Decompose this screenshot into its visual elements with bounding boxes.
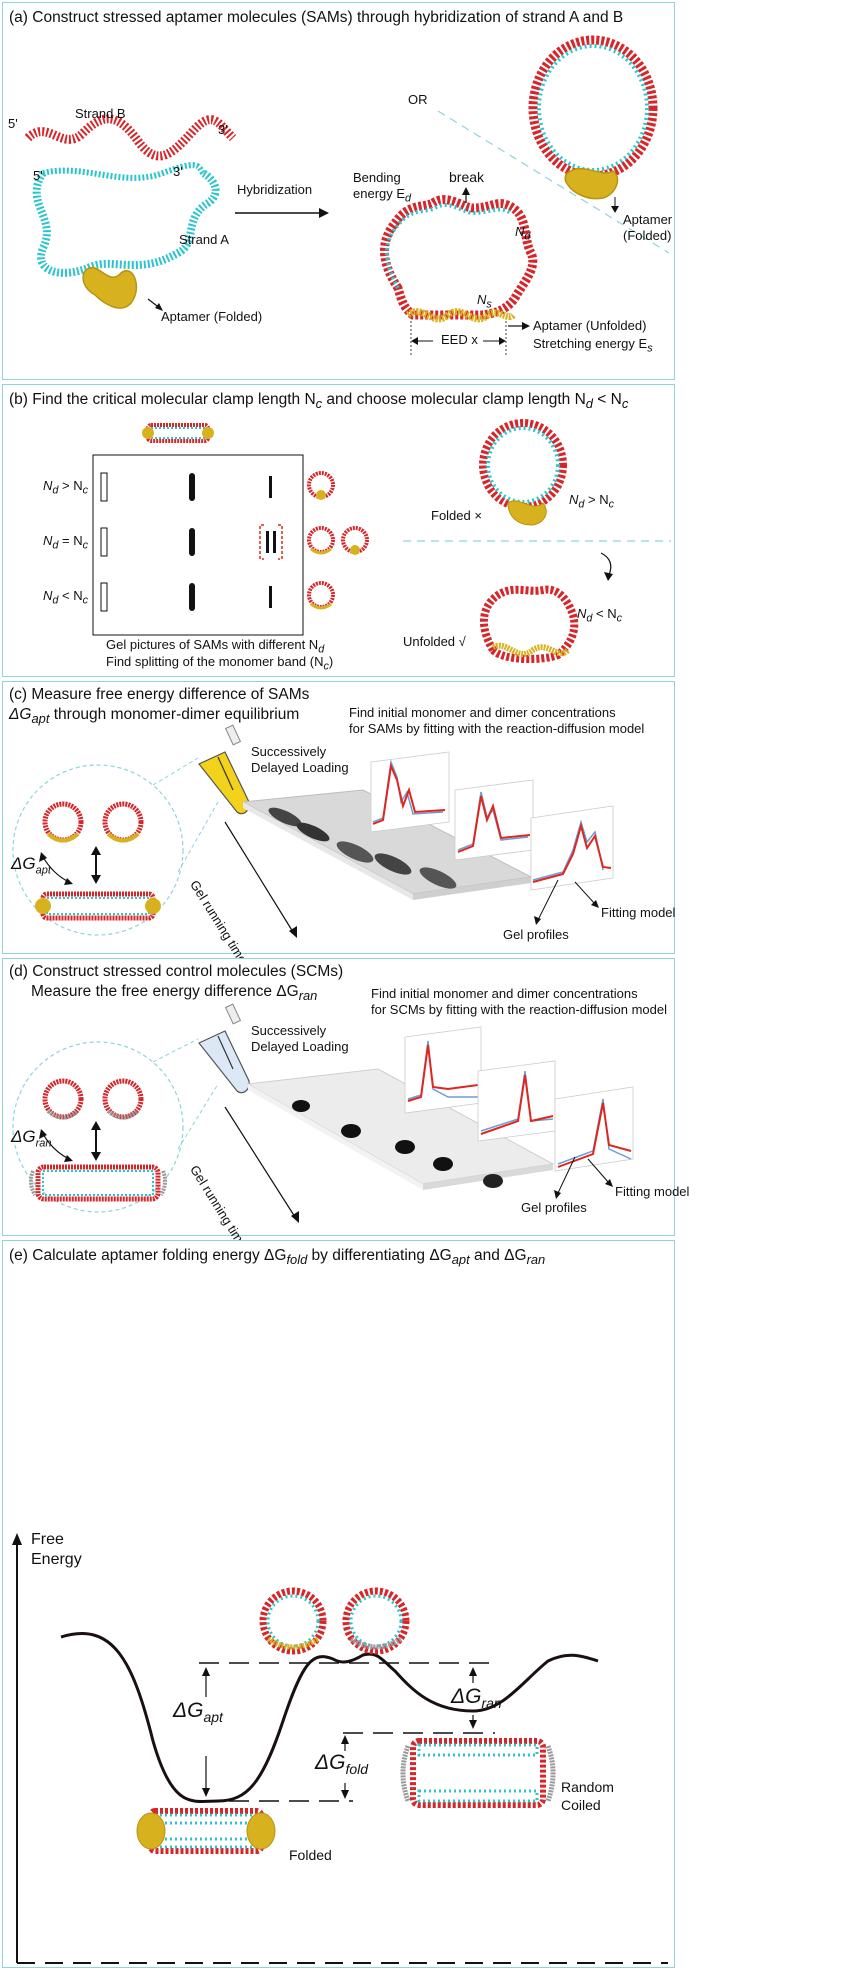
profile-plot-2 bbox=[454, 779, 534, 861]
dg-apt-label: ΔGapt bbox=[173, 1699, 223, 1726]
gel-profiles-label-d: Gel profiles bbox=[521, 1200, 587, 1215]
panel-d-fit-text-2: for SCMs by fitting with the reaction-di… bbox=[371, 1002, 668, 1017]
nd-label: Nd bbox=[515, 224, 531, 243]
folded-loop-right bbox=[528, 35, 658, 181]
panel-c-title-2: ΔGapt through monomer-dimer equilibrium bbox=[9, 706, 300, 727]
panel-e: (e) Calculate aptamer folding energy ΔGf… bbox=[2, 1240, 675, 1968]
random-coiled-label-1: Random bbox=[561, 1779, 614, 1795]
dg-fold-label: ΔGfold bbox=[315, 1751, 369, 1778]
gel-caption-1: Gel pictures of SAMs with different Nd bbox=[106, 637, 325, 656]
loading-label-d-1: Successively bbox=[251, 1023, 327, 1038]
panel-d-graphics bbox=[12, 1003, 634, 1223]
profile-plot-d-1 bbox=[404, 1026, 482, 1114]
panel-b-title: (b) Find the critical molecular clamp le… bbox=[9, 391, 629, 412]
gel-profiles-label-c: Gel profiles bbox=[503, 927, 569, 942]
panel-c-fit-text-1: Find initial monomer and dimer concentra… bbox=[349, 705, 616, 720]
panel-b: (b) Find the critical molecular clamp le… bbox=[2, 384, 675, 677]
panel-a-graphics bbox=[24, 35, 670, 355]
panel-b-graphics bbox=[92, 419, 671, 664]
gel-caption-2: Find splitting of the monomer band (Nc) bbox=[106, 654, 334, 673]
strand-b-label: Strand B bbox=[75, 106, 126, 121]
panel-e-title: (e) Calculate aptamer folding energy ΔGf… bbox=[9, 1247, 546, 1268]
unfolded-loop-b bbox=[479, 585, 579, 664]
profile-plot-d-2 bbox=[477, 1060, 556, 1142]
aptamer-folded-right-label-1: Aptamer bbox=[623, 212, 673, 227]
ns-label: Ns bbox=[477, 292, 492, 311]
folded-loop-b bbox=[479, 419, 567, 511]
bending-energy-label-1: Bending bbox=[353, 170, 401, 185]
strand-a-helix bbox=[32, 169, 220, 277]
delta-g-ran-d: ΔGran bbox=[11, 1127, 52, 1150]
fitting-model-label-c: Fitting model bbox=[601, 905, 676, 920]
panel-d-fit-text-1: Find initial monomer and dimer concentra… bbox=[371, 986, 638, 1001]
profile-plot-1 bbox=[370, 751, 450, 833]
aptamer-folded-right-label-2: (Folded) bbox=[623, 228, 672, 243]
loading-label-d-2: Delayed Loading bbox=[251, 1039, 349, 1054]
panel-a: (a) Construct stressed aptamer molecules… bbox=[2, 2, 675, 380]
unfolded-loop bbox=[380, 195, 538, 320]
aptamer-folded-right bbox=[564, 167, 619, 200]
panel-c: (c) Measure free energy difference of SA… bbox=[2, 681, 676, 966]
cond-top-label: Nd > Nc bbox=[569, 492, 615, 511]
tube-yellow bbox=[198, 751, 250, 815]
loading-label-1: Successively bbox=[251, 744, 327, 759]
gel-row-2-label: Nd = Nc bbox=[43, 533, 89, 552]
folded-state-label: Folded bbox=[289, 1847, 332, 1863]
folded-label: Folded × bbox=[431, 508, 482, 523]
dg-ran-label: ΔGran bbox=[451, 1685, 502, 1712]
break-label: break bbox=[449, 169, 485, 185]
aptamer-folded-left bbox=[82, 266, 138, 309]
panel-d-title-2: Measure the free energy difference ΔGran bbox=[31, 983, 318, 1004]
three-prime-b: 3' bbox=[218, 122, 228, 137]
stretching-energy-label: Stretching energy Es bbox=[533, 336, 653, 355]
random-coiled-label-2: Coiled bbox=[561, 1797, 601, 1813]
hybridization-label: Hybridization bbox=[237, 182, 313, 197]
aptamer-folded-left-label: Aptamer (Folded) bbox=[161, 309, 263, 324]
delta-g-apt-c: ΔGapt bbox=[11, 854, 51, 877]
gel-row-3-label: Nd < Nc bbox=[43, 588, 89, 607]
bending-energy-label-2: energy Ed bbox=[353, 186, 412, 205]
three-prime-a: 3' bbox=[173, 164, 183, 179]
tube-blue bbox=[198, 1030, 250, 1094]
profile-plot-d-3 bbox=[554, 1086, 634, 1172]
aptamer-unfolded bbox=[405, 308, 516, 323]
panel-e-graphics bbox=[12, 1533, 668, 1964]
strand-a-label: Strand A bbox=[179, 232, 229, 247]
five-prime-b: 5' bbox=[8, 116, 18, 131]
five-prime-a: 5' bbox=[33, 168, 43, 183]
or-label: OR bbox=[408, 92, 428, 107]
strand-b-helix bbox=[24, 114, 237, 161]
eed-label: EED x bbox=[441, 332, 478, 347]
panel-d-title-1: (d) Construct stressed control molecules… bbox=[9, 963, 344, 980]
panel-c-title-1: (c) Measure free energy difference of SA… bbox=[9, 686, 310, 703]
profile-plot-3 bbox=[530, 805, 614, 891]
energy-curve bbox=[60, 1632, 599, 1803]
panel-c-fit-text-2: for SAMs by fitting with the reaction-di… bbox=[349, 721, 645, 736]
unfolded-label: Unfolded √ bbox=[403, 634, 466, 649]
panel-c-graphics bbox=[12, 724, 614, 938]
panel-d: (d) Construct stressed control molecules… bbox=[2, 958, 689, 1251]
y-axis-label-2: Energy bbox=[31, 1551, 82, 1568]
y-axis-label-1: Free bbox=[31, 1531, 64, 1548]
aptamer-unfolded-label: Aptamer (Unfolded) bbox=[533, 318, 647, 333]
gel-row-1-label: Nd > Nc bbox=[43, 478, 89, 497]
fitting-model-label-d: Fitting model bbox=[615, 1184, 690, 1199]
panel-a-title: (a) Construct stressed aptamer molecules… bbox=[9, 9, 624, 26]
cond-bot-label: Nd < Nc bbox=[577, 606, 623, 625]
loading-label-2: Delayed Loading bbox=[251, 760, 349, 775]
